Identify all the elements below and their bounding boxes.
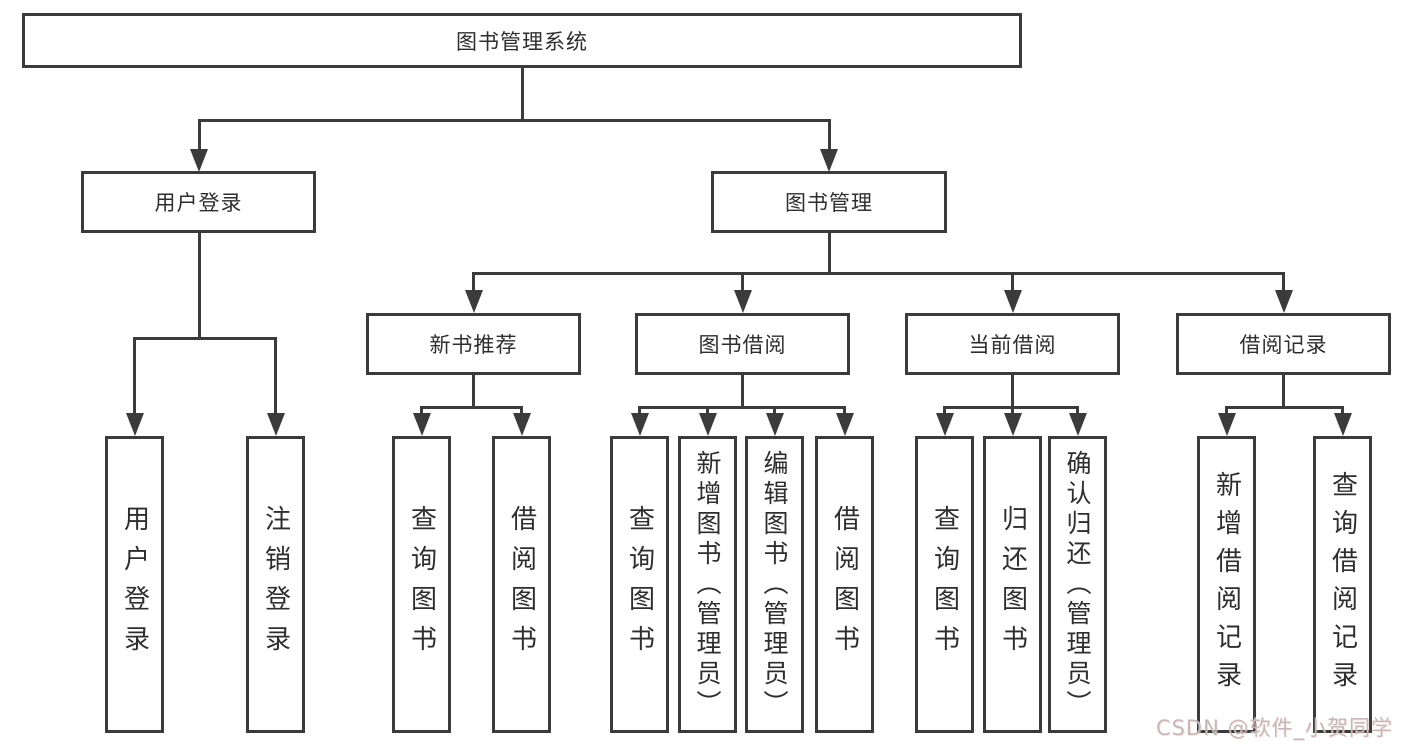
- arrow-down-icon: [512, 413, 531, 436]
- node-label: 图书管理系统: [456, 29, 588, 54]
- connector-line: [472, 272, 1285, 275]
- connector-line: [827, 119, 831, 150]
- leaf-label: 新增图书（管理员）: [693, 449, 722, 720]
- connector-line: [1225, 406, 1344, 409]
- node-book-borrowing: 图书借阅: [635, 313, 850, 375]
- node-book-management: 图书管理: [711, 171, 947, 233]
- leaf-label: 查询图书: [406, 504, 437, 665]
- connector-line: [1225, 406, 1228, 415]
- node-label: 用户登录: [154, 191, 243, 215]
- leaf-user-login: 用户登录: [105, 436, 164, 733]
- leaf-label: 用户登录: [119, 504, 150, 665]
- leaf-label: 借阅图书: [829, 504, 860, 665]
- connector-line: [472, 272, 475, 292]
- connector-line: [274, 337, 277, 415]
- leaf-return-books: 归还图书: [983, 436, 1042, 733]
- node-borrowing-records: 借阅记录: [1176, 313, 1391, 375]
- leaf-label: 查询图书: [624, 504, 655, 665]
- node-user-login: 用户登录: [81, 171, 316, 233]
- connector-line: [741, 375, 744, 408]
- arrow-down-icon: [1003, 413, 1022, 436]
- arrow-down-icon: [464, 290, 483, 313]
- arrow-down-icon: [1068, 413, 1087, 436]
- leaf-add-borrow-record: 新增借阅记录: [1197, 436, 1256, 733]
- arrow-down-icon: [125, 413, 144, 436]
- node-label: 借阅记录: [1239, 333, 1328, 357]
- leaf-label: 借阅图书: [506, 504, 537, 665]
- leaf-query-borrow-record: 查询借阅记录: [1313, 436, 1372, 733]
- arrow-down-icon: [266, 413, 285, 436]
- leaf-query-books-current: 查询图书: [915, 436, 974, 733]
- connector-line: [1076, 406, 1079, 415]
- connector-line: [638, 406, 641, 415]
- leaf-query-books-borrowing: 查询图书: [610, 436, 669, 733]
- connector-line: [943, 406, 946, 415]
- connector-line: [773, 406, 776, 415]
- leaf-query-books-recommend: 查询图书: [392, 436, 451, 733]
- arrow-down-icon: [190, 149, 208, 172]
- connector-line: [1011, 375, 1014, 408]
- node-current-borrowing: 当前借阅: [905, 313, 1120, 375]
- node-label: 图书借阅: [698, 333, 787, 357]
- leaf-borrow-books-recommend: 借阅图书: [492, 436, 551, 733]
- arrow-down-icon: [1274, 290, 1293, 313]
- arrow-down-icon: [630, 413, 649, 436]
- leaf-label: 查询借阅记录: [1327, 470, 1358, 699]
- connector-line: [197, 119, 831, 122]
- arrow-down-icon: [412, 413, 431, 436]
- arrow-down-icon: [1217, 413, 1236, 436]
- connector-line: [520, 406, 523, 415]
- arrow-down-icon: [1003, 290, 1022, 313]
- connector-line: [520, 68, 524, 120]
- node-label: 新书推荐: [429, 333, 518, 357]
- connector-line: [1011, 272, 1014, 292]
- connector-line: [472, 375, 475, 408]
- arrow-down-icon: [765, 413, 784, 436]
- arrow-down-icon: [733, 290, 752, 313]
- node-label: 图书管理: [785, 191, 873, 215]
- connector-line: [420, 406, 423, 415]
- connector-line: [706, 406, 709, 415]
- arrow-down-icon: [935, 413, 954, 436]
- connector-line: [1341, 406, 1344, 415]
- leaf-edit-books-admin: 编辑图书（管理员）: [745, 436, 804, 733]
- leaf-add-books-admin: 新增图书（管理员）: [678, 436, 737, 733]
- leaf-label: 确认归还（管理员）: [1063, 449, 1092, 720]
- arrow-down-icon: [1333, 413, 1352, 436]
- connector-line: [1282, 375, 1285, 408]
- arrow-down-icon: [698, 413, 717, 436]
- leaf-label: 新增借阅记录: [1211, 470, 1242, 699]
- node-label: 当前借阅: [968, 333, 1057, 357]
- connector-line: [133, 337, 136, 415]
- leaf-borrow-books: 借阅图书: [815, 436, 874, 733]
- leaf-label: 注销登录: [260, 504, 291, 665]
- leaf-confirm-return-admin: 确认归还（管理员）: [1048, 436, 1107, 733]
- arrow-down-icon: [835, 413, 854, 436]
- connector-line: [197, 233, 201, 339]
- connector-line: [638, 406, 846, 409]
- leaf-label: 查询图书: [929, 504, 960, 665]
- leaf-label: 归还图书: [997, 504, 1028, 665]
- connector-line: [420, 406, 523, 409]
- connector-line: [1011, 406, 1014, 415]
- connector-line: [741, 272, 744, 292]
- csdn-watermark: CSDN @软件_小贺同学: [1155, 716, 1393, 740]
- connector-line: [133, 337, 277, 340]
- node-new-book-recommend: 新书推荐: [366, 313, 581, 375]
- connector-line: [843, 406, 846, 415]
- leaf-label: 编辑图书（管理员）: [760, 449, 789, 720]
- arrow-down-icon: [820, 149, 838, 172]
- node-library-management-system: 图书管理系统: [22, 13, 1022, 68]
- leaf-logout: 注销登录: [246, 436, 305, 733]
- connector-line: [1282, 272, 1285, 292]
- connector-line: [197, 119, 201, 150]
- connector-line: [827, 233, 831, 274]
